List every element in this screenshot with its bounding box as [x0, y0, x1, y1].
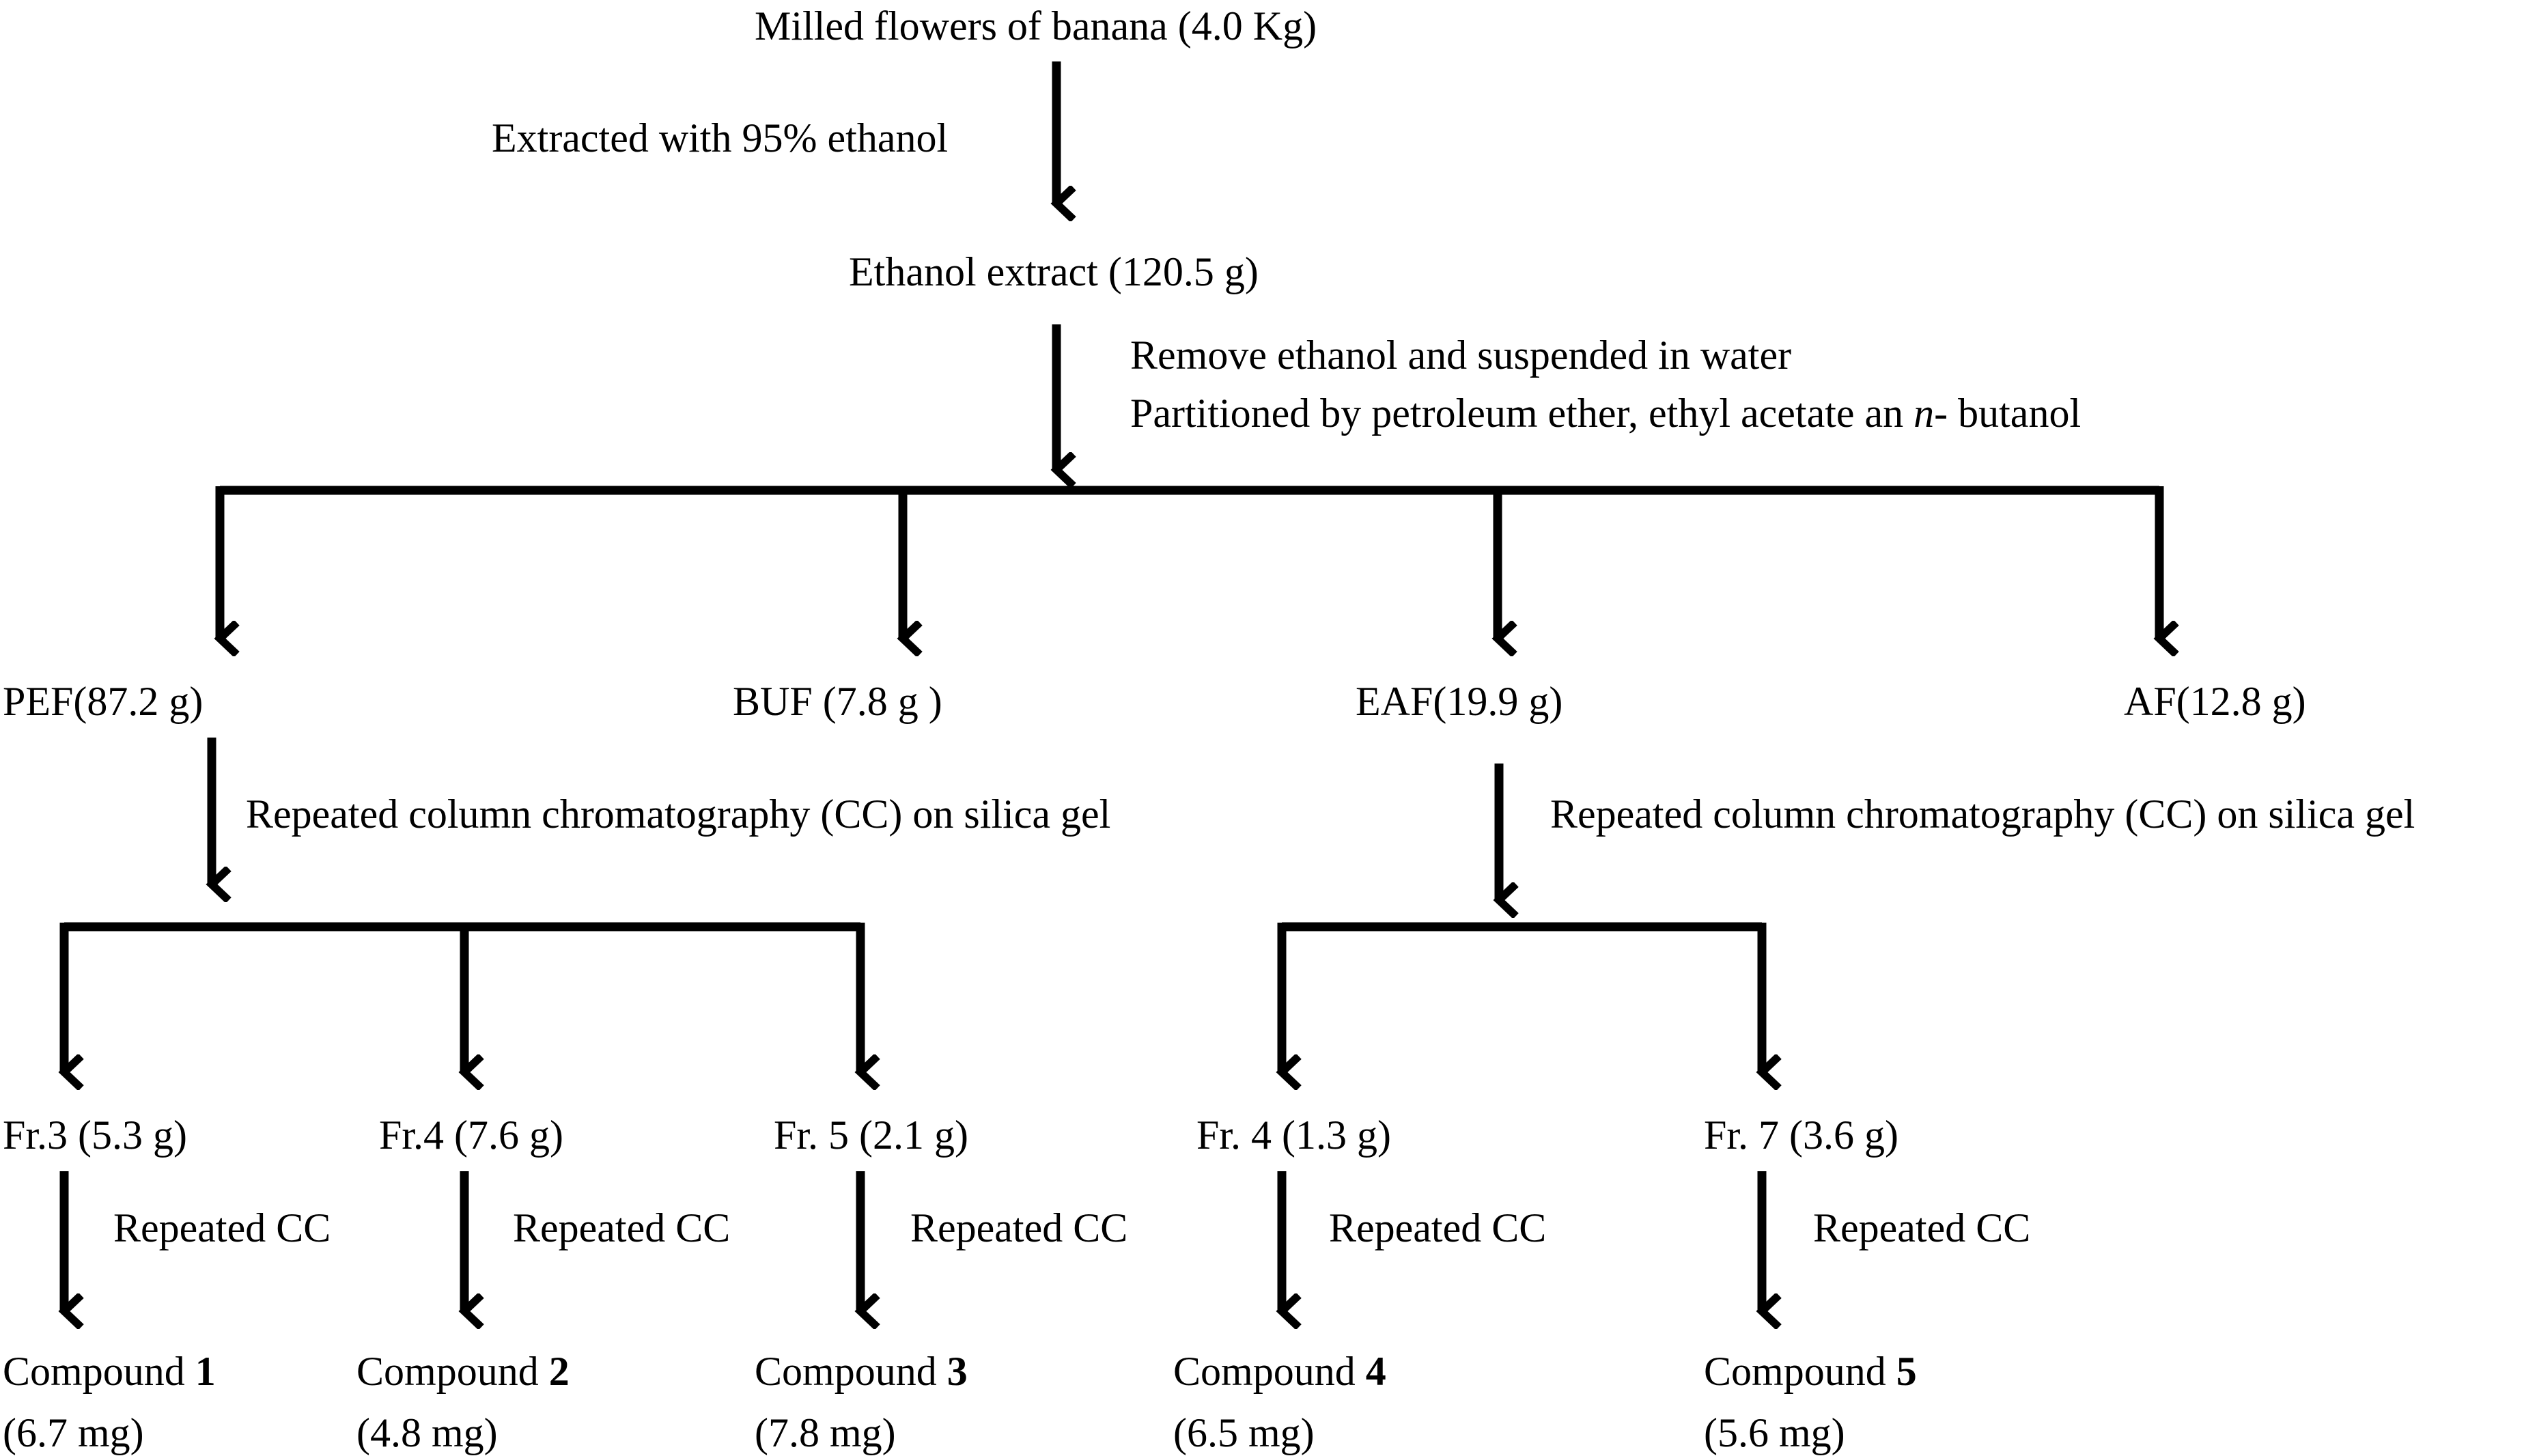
compound-4-mass: (6.5 mg) [1173, 1410, 1315, 1455]
subfraction-efr4: Fr. 4 (1.3 g) [1196, 1112, 1391, 1158]
fraction-pef: PEF(87.2 g) [3, 679, 204, 724]
compound-1-mass: (6.7 mg) [3, 1410, 144, 1455]
start-material-label: Milled flowers of banana (4.0 Kg) [755, 3, 1317, 48]
compound-1-label: Compound 1 [3, 1349, 216, 1394]
partition-step-line1: Remove ethanol and suspended in water [1130, 333, 1792, 378]
compound-3-mass: (7.8 mg) [755, 1410, 896, 1455]
eaf-cc-label: Repeated column chromatography (CC) on s… [1550, 792, 2415, 837]
compound-2-label: Compound 2 [356, 1349, 570, 1394]
compound-5-mass: (5.6 mg) [1704, 1410, 1845, 1455]
compound-4-label: Compound 4 [1173, 1349, 1386, 1394]
compound-2-mass: (4.8 mg) [356, 1410, 498, 1455]
compound-3-label: Compound 3 [755, 1349, 968, 1394]
repeated-cc-label-3: Repeated CC [910, 1205, 1128, 1250]
fraction-buf: BUF (7.8 g ) [733, 679, 942, 724]
partition-step-line2: Partitioned by petroleum ether, ethyl ac… [1130, 391, 2082, 436]
fraction-eaf: EAF(19.9 g) [1356, 679, 1563, 724]
repeated-cc-label-5: Repeated CC [1813, 1205, 2031, 1250]
repeated-cc-label-2: Repeated CC [513, 1205, 731, 1250]
subfraction-fr5: Fr. 5 (2.1 g) [774, 1112, 968, 1158]
extraction-step-label: Extracted with 95% ethanol [492, 115, 949, 160]
fraction-af: AF(12.8 g) [2124, 679, 2306, 724]
subfraction-efr7: Fr. 7 (3.6 g) [1704, 1112, 1898, 1158]
repeated-cc-label-1: Repeated CC [113, 1205, 331, 1250]
subfraction-fr4: Fr.4 (7.6 g) [379, 1112, 563, 1158]
pef-cc-label: Repeated column chromatography (CC) on s… [246, 792, 1111, 837]
repeated-cc-label-4: Repeated CC [1329, 1205, 1547, 1250]
ethanol-extract-label: Ethanol extract (120.5 g) [849, 249, 1259, 294]
subfraction-fr3: Fr.3 (5.3 g) [3, 1112, 187, 1158]
compound-5-label: Compound 5 [1704, 1349, 1917, 1394]
